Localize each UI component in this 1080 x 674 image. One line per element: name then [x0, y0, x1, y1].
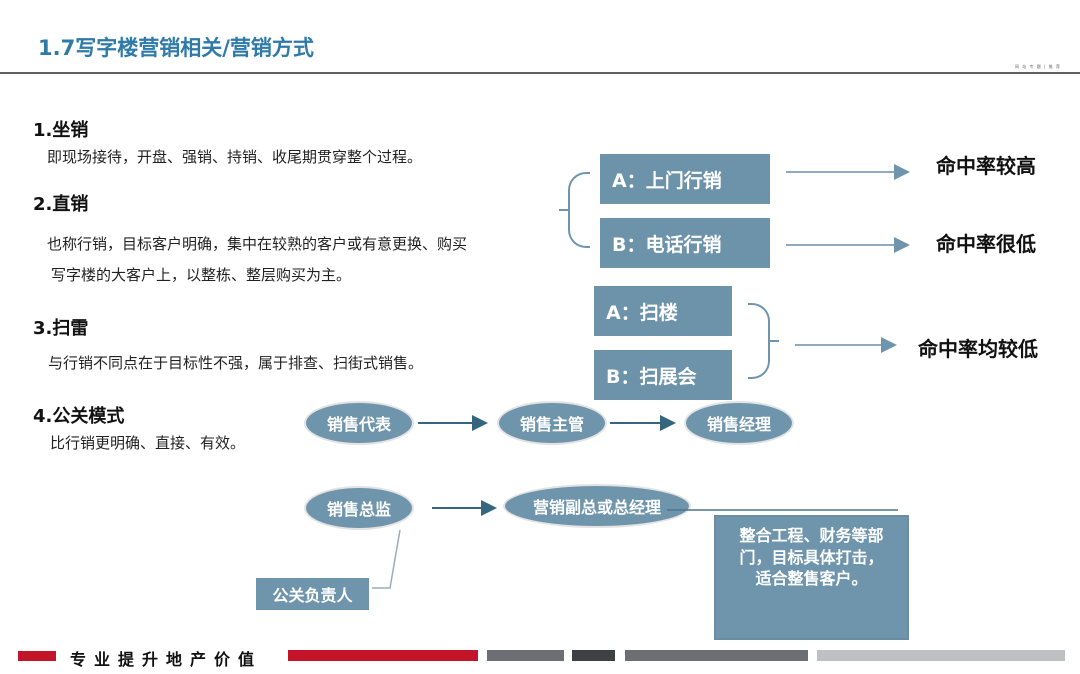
- mine-sweeping-option-b: B：扫展会: [594, 350, 732, 400]
- method-text-1: 即现场接待，开盘、强销、持销、收尾期贯穿整个过程。: [47, 148, 423, 166]
- mine-sweeping-option-a: A：扫楼: [594, 286, 732, 336]
- title-divider: [0, 72, 1080, 74]
- method-heading-3: 3.扫雷: [33, 318, 89, 339]
- mine-sweeping-result: 命中率均较低: [918, 337, 1038, 361]
- direct-sales-option-a: A：上门行销: [600, 154, 770, 204]
- flow-sales-manager: 销售经理: [684, 401, 794, 445]
- footer-red-block-left: [18, 651, 56, 661]
- flow-marketing-vp: 营销副总或总经理: [503, 484, 691, 528]
- direct-sales-brace-tip: [559, 209, 570, 211]
- header-small-text: 网 站 专 题 | 推 荐: [1015, 64, 1061, 69]
- direct-sales-option-b: B：电话行销: [600, 218, 770, 268]
- method-text-2-line-2: 写字楼的大客户上，以整栋、整层购买为主。: [51, 266, 352, 284]
- mine-sweeping-brace: [748, 303, 770, 379]
- footer-gray-block-3: [625, 650, 808, 661]
- method-heading-4: 4.公关模式: [33, 406, 125, 427]
- footer-slogan: 专业提升地产价值: [70, 650, 263, 669]
- footer-gray-block-4: [817, 650, 1065, 661]
- footer-gray-block-2: [572, 650, 615, 661]
- method-heading-2: 2.直销: [33, 194, 89, 215]
- mine-sweeping-brace-tip: [768, 340, 779, 342]
- direct-sales-result-b: 命中率很低: [936, 232, 1036, 256]
- method-heading-1: 1.坐销: [33, 120, 89, 141]
- pr-note-line-3: 适合整售客户。: [755, 569, 868, 589]
- flow-sales-director: 销售总监: [304, 486, 414, 530]
- method-text-3: 与行销不同点在于目标性不强，属于排查、扫街式销售。: [48, 354, 424, 372]
- flow-sales-supervisor: 销售主管: [497, 401, 607, 445]
- method-text-2-line-1: 也称行销，目标客户明确，集中在较熟的客户或有意更换、购买: [47, 235, 468, 253]
- pr-note-line-1: 整合工程、财务等部: [739, 526, 884, 545]
- method-text-4: 比行销更明确、直接、有效。: [50, 434, 246, 452]
- pr-note-box: 整合工程、财务等部 门，目标具体打击， 适合整售客户。: [714, 515, 909, 640]
- direct-sales-result-a: 命中率较高: [936, 154, 1036, 178]
- pr-note-line-2: 门，目标具体打击，: [739, 547, 884, 567]
- footer-gray-block-1: [487, 650, 564, 661]
- connector-responsible-director: [372, 529, 401, 589]
- pr-responsible-box: 公关负责人: [256, 578, 369, 610]
- flow-sales-rep: 销售代表: [304, 401, 414, 445]
- footer-red-block: [288, 650, 478, 661]
- page-title: 1.7写字楼营销相关/营销方式: [38, 36, 314, 60]
- direct-sales-brace: [568, 172, 590, 248]
